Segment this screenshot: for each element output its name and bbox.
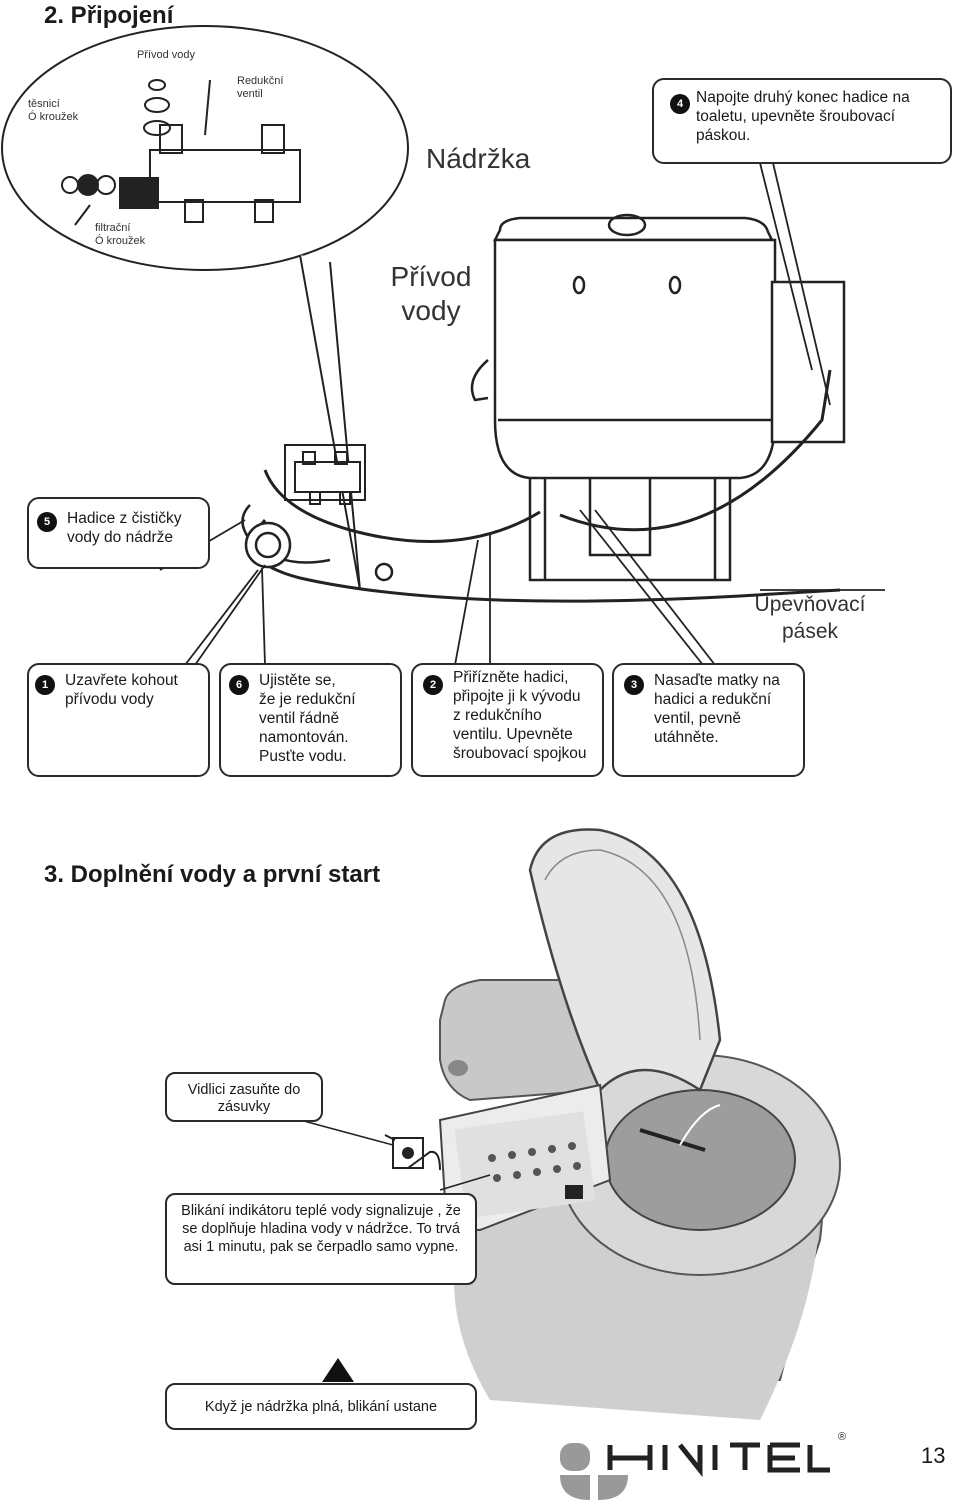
svg-text:®: ® (838, 1431, 846, 1443)
step-number-5: 5 (37, 512, 57, 532)
step-text-5: Hadice z čističky vody do nádrže (67, 510, 182, 546)
step-box-4: 4 Napojte druhý konec hadice na toaletu,… (652, 78, 952, 164)
label-sealing-o-ring: těsnicí Ó kroužek (28, 98, 79, 123)
step-box-6: 6 Ujistěte se, že je redukční ventil řád… (219, 663, 402, 777)
step-box-2: 2 Přiřízněte hadici, připojte ji k vývod… (411, 663, 604, 777)
label-water-inlet-small: Přívod vody (136, 49, 196, 61)
step-number-1: 1 (35, 675, 55, 695)
step-number-3: 3 (624, 675, 644, 695)
callout-plug: Vidlici zasuňte do zásuvky (165, 1072, 323, 1122)
label-water-inlet: Přívod vody (390, 261, 472, 326)
step-box-5: 5 Hadice z čističky vody do nádrže (27, 497, 210, 569)
toilet-tank-drawing (241, 213, 846, 603)
valve-detail-bubble (1, 25, 409, 591)
label-tank: Nádržka (426, 143, 531, 174)
step-text-4: Napojte druhý konec hadice na toaletu, u… (696, 89, 910, 144)
step-number-6: 6 (229, 675, 249, 695)
callout-tank-full: Když je nádržka plná, blikání ustane (165, 1383, 477, 1430)
toilet-bidet-photo (299, 828, 841, 1420)
callout-blinking-indicator: Blikání indikátoru teplé vody signalizuj… (165, 1193, 477, 1285)
step-box-1: 1 Uzavřete kohout přívodu vody (27, 663, 210, 777)
brand-logo: ® (560, 1431, 846, 1500)
label-filter-o-ring: filtrační Ó kroužek (95, 222, 146, 247)
label-fastening-strap: Upevňovací pásek (754, 593, 866, 643)
step-box-3: 3 Nasaďte matky na hadici a redukční ven… (612, 663, 805, 777)
section-title-connection: 2. Připojení (44, 2, 174, 29)
step-number-4: 4 (670, 94, 690, 114)
step-text-6: Ujistěte se, že je redukční ventil řádně… (259, 672, 356, 765)
label-reduction-valve: Redukční ventil (237, 75, 284, 100)
step-text-1: Uzavřete kohout přívodu vody (65, 672, 178, 708)
page-number: 13 (921, 1443, 946, 1468)
section-title-first-start: 3. Doplnění vody a první start (44, 861, 381, 888)
step-text-3: Nasaďte matky na hadici a redukční venti… (654, 672, 780, 746)
step-text-2: Přiřízněte hadici, připojte ji k vývodu … (453, 669, 587, 762)
valve-small-drawing (284, 444, 366, 505)
step-number-2: 2 (423, 675, 443, 695)
